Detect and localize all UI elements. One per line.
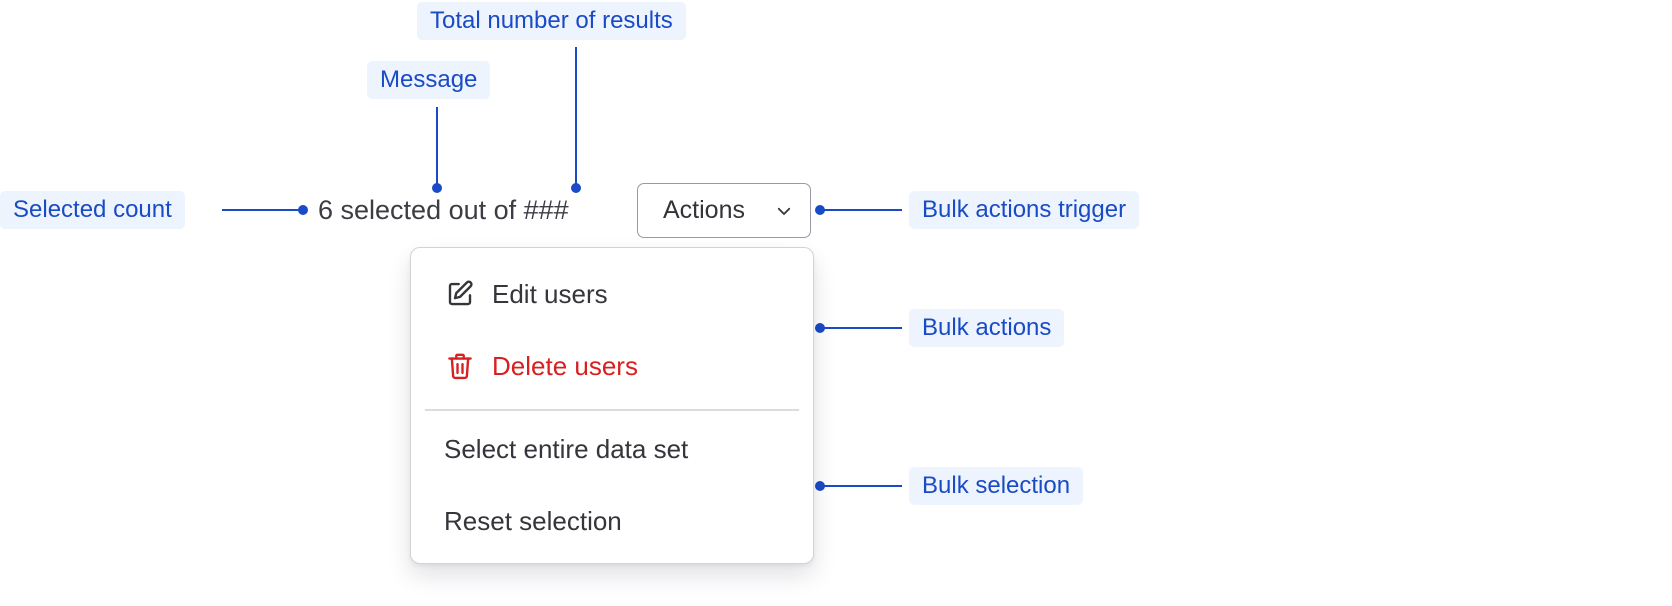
connector-selected-count [222, 209, 302, 211]
connector-dot-bulk-actions-trigger [815, 205, 825, 215]
menu-item-select-entire-data-set[interactable]: Select entire data set [411, 418, 813, 480]
menu-item-label: Reset selection [444, 505, 622, 536]
connector-dot-bulk-actions [815, 323, 825, 333]
connector-bulk-actions [820, 327, 902, 329]
menu-item-label: Select entire data set [444, 433, 689, 464]
actions-button-label: Actions [663, 196, 745, 224]
trash-icon [448, 353, 472, 380]
actions-button[interactable]: Actions [637, 183, 811, 238]
annotation-selected-count: Selected count [0, 191, 185, 229]
connector-bulk-actions-trigger [820, 209, 902, 211]
edit-icon [448, 280, 473, 306]
annotation-message: Message [367, 61, 491, 99]
menu-item-edit-users[interactable]: Edit users [411, 263, 813, 325]
menu-item-reset-selection[interactable]: Reset selection [411, 490, 813, 552]
chevron-down-icon [777, 207, 791, 215]
connector-message [436, 107, 438, 187]
connector-total-results [575, 47, 577, 187]
connector-dot-bulk-selection [815, 481, 825, 491]
connector-dot-selected-count [298, 205, 308, 215]
connector-dot-total-results [571, 183, 581, 193]
menu-divider [425, 409, 799, 411]
annotation-bulk-selection: Bulk selection [909, 467, 1084, 505]
menu-item-label: Delete users [492, 350, 638, 381]
bulk-actions-menu: Edit users Delete users Select entire da… [410, 247, 814, 564]
annotation-bulk-actions: Bulk actions [909, 309, 1065, 347]
connector-bulk-selection [820, 485, 902, 487]
menu-item-label: Edit users [492, 278, 608, 309]
annotation-total-results: Total number of results [417, 2, 686, 40]
annotation-bulk-actions-trigger: Bulk actions trigger [909, 191, 1140, 229]
connector-dot-message [432, 183, 442, 193]
selection-message: 6 selected out of ### [318, 195, 569, 225]
menu-item-delete-users[interactable]: Delete users [411, 335, 813, 397]
